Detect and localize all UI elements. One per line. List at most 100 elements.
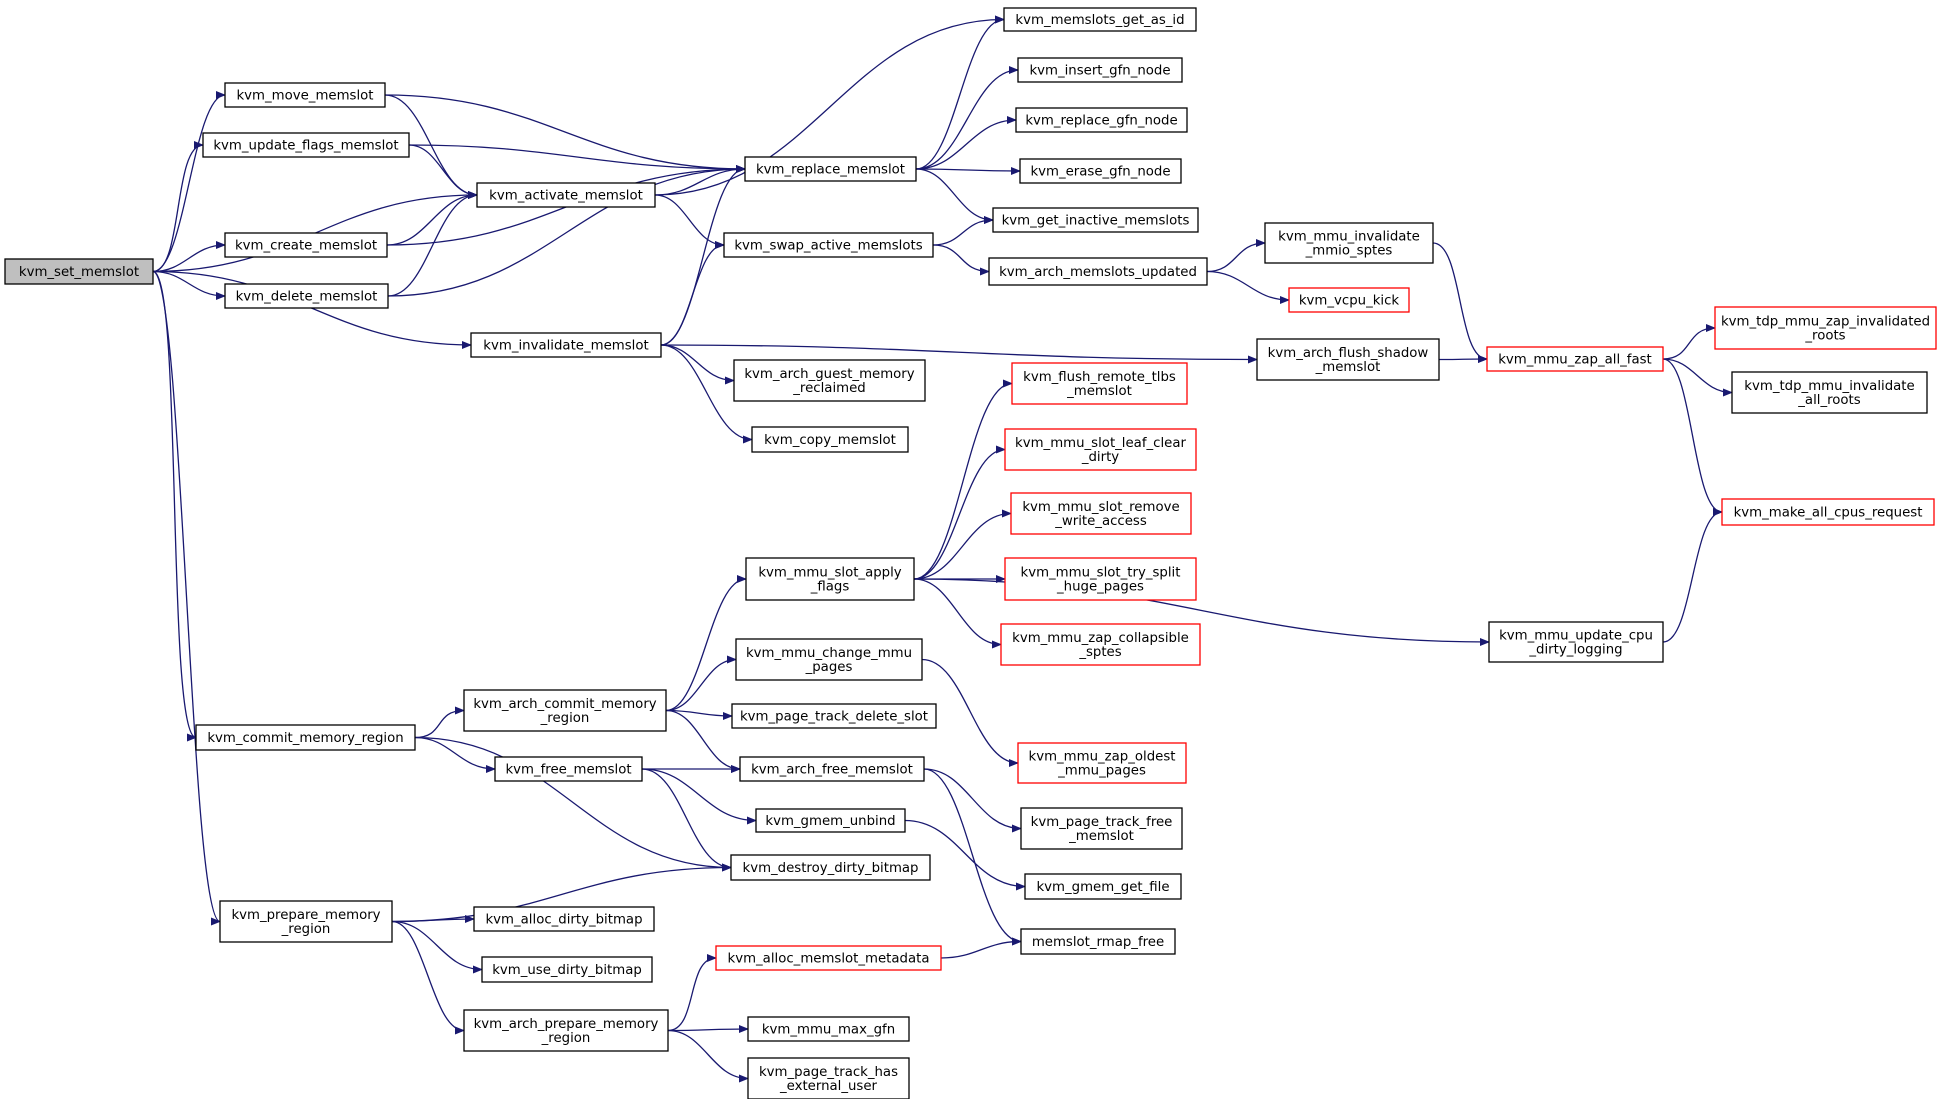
node-getasid[interactable]: kvm_memslots_get_as_id xyxy=(1003,7,1197,32)
node-usedirty[interactable]: kvm_use_dirty_bitmap xyxy=(481,956,653,983)
node-flushshadow-label-0: kvm_arch_flush_shadow xyxy=(1268,346,1429,361)
edge-archprepare-to-hasext xyxy=(667,1029,749,1083)
node-trysplit[interactable]: kvm_mmu_slot_try_split_huge_pages xyxy=(1004,557,1197,601)
node-archprepare-box xyxy=(463,1009,669,1052)
node-applyflags-box xyxy=(745,557,915,601)
node-prepare-label-1: _region xyxy=(281,922,331,937)
edge-archprepare-to-allocmeta xyxy=(667,954,717,1032)
node-invalidate-box xyxy=(470,332,662,358)
node-allocmeta[interactable]: kvm_alloc_memslot_metadata xyxy=(715,945,942,971)
node-trackdelete[interactable]: kvm_page_track_delete_slot xyxy=(731,703,937,729)
node-trackfree[interactable]: kvm_page_track_free_memslot xyxy=(1020,807,1183,850)
node-tdpinv-label-1: _all_roots xyxy=(1797,393,1860,408)
node-getinactive[interactable]: kvm_get_inactive_memslots xyxy=(992,207,1199,233)
node-invmmio[interactable]: kvm_mmu_invalidate_mmio_sptes xyxy=(1264,222,1434,264)
node-leafclear[interactable]: kvm_mmu_slot_leaf_clear_dirty xyxy=(1004,428,1197,471)
node-reclaimed[interactable]: kvm_arch_guest_memory_reclaimed xyxy=(733,359,926,402)
node-insert-box xyxy=(1017,57,1183,83)
node-zapfast[interactable]: kvm_mmu_zap_all_fast xyxy=(1486,346,1664,372)
edge-activate-to-swap xyxy=(654,194,725,249)
node-erase[interactable]: kvm_erase_gfn_node xyxy=(1019,158,1182,184)
node-rmapfree[interactable]: memslot_rmap_free xyxy=(1020,928,1176,955)
node-prepare[interactable]: kvm_prepare_memory_region xyxy=(219,900,393,943)
node-maxgfn-box xyxy=(747,1016,910,1042)
node-zapcollapsible-label-1: _sptes xyxy=(1078,645,1121,660)
node-makeall[interactable]: kvm_make_all_cpus_request xyxy=(1721,498,1935,526)
node-commitregion[interactable]: kvm_arch_commit_memory_region xyxy=(463,689,667,732)
node-replgfn[interactable]: kvm_replace_gfn_node xyxy=(1015,107,1188,133)
edge-flushshadow-to-zapfast xyxy=(1438,355,1488,364)
node-unbind-box xyxy=(755,808,906,833)
node-set[interactable]: kvm_set_memslot xyxy=(4,258,154,285)
edge-set-to-prepare xyxy=(152,270,221,926)
node-trackfree-label-1: _memslot xyxy=(1068,829,1134,844)
node-insert[interactable]: kvm_insert_gfn_node xyxy=(1017,57,1183,83)
node-commit-box xyxy=(195,724,416,751)
node-getfile[interactable]: kvm_gmem_get_file xyxy=(1024,873,1182,900)
node-copy[interactable]: kvm_copy_memslot xyxy=(751,426,909,453)
node-destroydirty[interactable]: kvm_destroy_dirty_bitmap xyxy=(730,854,931,881)
node-removewrite[interactable]: kvm_mmu_slot_remove_write_access xyxy=(1010,492,1192,535)
node-updated[interactable]: kvm_arch_memslots_updated xyxy=(988,257,1208,286)
node-unbind[interactable]: kvm_gmem_unbind xyxy=(755,808,906,833)
node-updatecpu[interactable]: kvm_mmu_update_cpu_dirty_logging xyxy=(1488,621,1664,663)
node-applyflags[interactable]: kvm_mmu_slot_apply_flags xyxy=(745,557,915,601)
node-prepare-box xyxy=(219,900,393,943)
edge-swap-to-updated xyxy=(932,244,990,276)
node-allocdirty[interactable]: kvm_alloc_dirty_bitmap xyxy=(473,906,655,932)
node-changemmu-box xyxy=(735,638,923,681)
edge-swap-to-getinactive xyxy=(932,216,994,246)
node-invmmio-label-1: _mmio_sptes xyxy=(1305,244,1393,259)
node-freememslot-label-0: kvm_free_memslot xyxy=(505,763,631,778)
node-tdpzap[interactable]: kvm_tdp_mmu_zap_invalidated_roots xyxy=(1714,306,1937,350)
node-destroydirty-box xyxy=(730,854,931,881)
node-zapcollapsible[interactable]: kvm_mmu_zap_collapsible_sptes xyxy=(1000,623,1201,666)
node-flushshadow[interactable]: kvm_arch_flush_shadow_memslot xyxy=(1256,338,1440,381)
edge-applyflags-to-updatecpu xyxy=(913,578,1490,646)
node-trysplit-label-0: kvm_mmu_slot_try_split xyxy=(1021,566,1181,581)
node-destroydirty-label-0: kvm_destroy_dirty_bitmap xyxy=(743,861,919,876)
node-flushshadow-label-1: _memslot xyxy=(1315,360,1381,375)
node-uflags[interactable]: kvm_update_flags_memslot xyxy=(202,132,410,158)
node-swap[interactable]: kvm_swap_active_memslots xyxy=(723,232,934,258)
node-zapoldest-box xyxy=(1017,742,1187,784)
node-maxgfn[interactable]: kvm_mmu_max_gfn xyxy=(747,1016,910,1042)
node-invalidate[interactable]: kvm_invalidate_memslot xyxy=(470,332,662,358)
node-copy-label-0: kvm_copy_memslot xyxy=(764,433,896,448)
node-rmapfree-label-0: memslot_rmap_free xyxy=(1032,935,1164,950)
node-tdpinv[interactable]: kvm_tdp_mmu_invalidate_all_roots xyxy=(1731,371,1928,414)
node-erase-label-0: kvm_erase_gfn_node xyxy=(1030,165,1170,180)
node-delete[interactable]: kvm_delete_memslot xyxy=(224,283,389,309)
node-usedirty-box xyxy=(481,956,653,983)
node-replace-box xyxy=(744,156,917,182)
node-create[interactable]: kvm_create_memslot xyxy=(224,232,388,258)
node-invmmio-label-0: kvm_mmu_invalidate xyxy=(1278,230,1420,245)
node-commit-label-0: kvm_commit_memory_region xyxy=(207,731,403,746)
node-replgfn-label-0: kvm_replace_gfn_node xyxy=(1025,114,1177,129)
node-move[interactable]: kvm_move_memslot xyxy=(224,82,386,108)
edge-applyflags-to-removewrite xyxy=(913,509,1012,580)
node-zapfast-label-0: kvm_mmu_zap_all_fast xyxy=(1498,353,1652,368)
node-archprepare[interactable]: kvm_arch_prepare_memory_region xyxy=(463,1009,669,1052)
node-commit[interactable]: kvm_commit_memory_region xyxy=(195,724,416,751)
node-vcpukick-label-0: kvm_vcpu_kick xyxy=(1299,294,1400,309)
node-create-label-0: kvm_create_memslot xyxy=(235,239,377,254)
node-hasext-box xyxy=(747,1057,910,1099)
node-changemmu[interactable]: kvm_mmu_change_mmu_pages xyxy=(735,638,923,681)
node-reclaimed-label-0: kvm_arch_guest_memory xyxy=(744,367,914,382)
node-archfree[interactable]: kvm_arch_free_memslot xyxy=(739,756,925,782)
node-allocmeta-label-0: kvm_alloc_memslot_metadata xyxy=(728,952,930,967)
node-updated-label-0: kvm_arch_memslots_updated xyxy=(999,265,1197,280)
node-replace[interactable]: kvm_replace_memslot xyxy=(744,156,917,182)
node-flushtlbs[interactable]: kvm_flush_remote_tlbs_memslot xyxy=(1011,362,1188,405)
node-freememslot[interactable]: kvm_free_memslot xyxy=(494,756,643,782)
node-getfile-box xyxy=(1024,873,1182,900)
node-hasext[interactable]: kvm_page_track_has_external_user xyxy=(747,1057,910,1099)
node-zapoldest[interactable]: kvm_mmu_zap_oldest_mmu_pages xyxy=(1017,742,1187,784)
node-prepare-label-0: kvm_prepare_memory xyxy=(231,908,380,923)
node-archfree-label-0: kvm_arch_free_memslot xyxy=(751,763,913,778)
edge-invmmio-to-zapfast xyxy=(1432,242,1488,363)
node-reclaimed-label-1: _reclaimed xyxy=(792,381,865,396)
node-vcpukick[interactable]: kvm_vcpu_kick xyxy=(1288,287,1410,313)
node-activate[interactable]: kvm_activate_memslot xyxy=(476,182,656,208)
